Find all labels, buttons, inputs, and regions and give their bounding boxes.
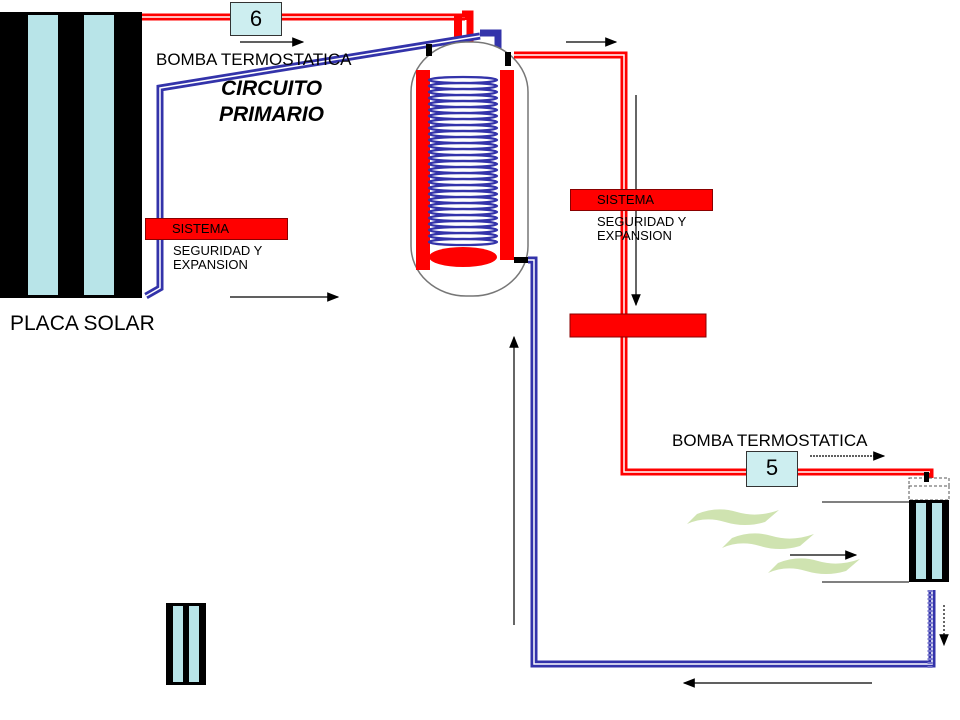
solar-panel-small [166,603,206,685]
heat-exchanger-coil [427,75,499,247]
circuito-label-2: PRIMARIO [219,103,324,126]
bomba-label-bottom: BOMBA TERMOSTATICA [672,431,868,450]
seguridad-left-2: EXPANSION [173,257,248,272]
solar-panel-large [0,12,142,298]
circuito-label-1: CIRCUITO [221,77,323,100]
seguridad-left-1: SEGURIDAD Y [173,243,263,258]
sistema-label-right: SISTEMA [570,189,713,211]
pump-number-5: 5 [746,451,798,487]
coil-turn [427,237,499,247]
pump-number-6: 6 [230,2,282,36]
flow-arrows [230,37,949,688]
seguridad-right-1: SEGURIDAD Y [597,214,687,229]
hot-pipe-secondary [514,51,934,478]
expansion-vessel-right [569,313,707,338]
heat-waves [687,509,860,574]
storage-tank [410,41,529,297]
seguridad-right-2: EXPANSION [597,228,672,243]
placa-solar-label: PLACA SOLAR [10,312,155,335]
cold-pipe-primary [144,29,502,300]
cold-pipe-return [528,256,936,668]
sistema-label-left: SISTEMA [145,218,288,240]
radiator [822,472,950,583]
bomba-label-top: BOMBA TERMOSTATICA [156,50,352,69]
